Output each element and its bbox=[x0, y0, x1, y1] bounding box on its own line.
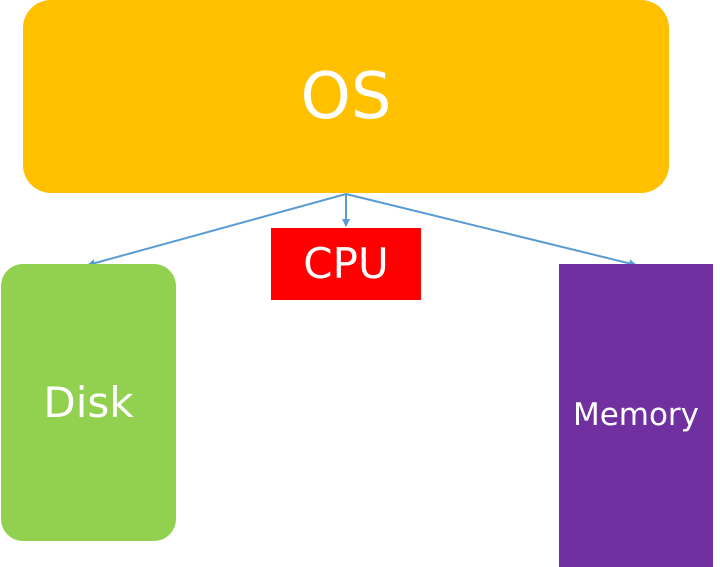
disk-node: Disk bbox=[1, 264, 176, 541]
memory-node: Memory bbox=[559, 264, 713, 567]
os-node: OS bbox=[23, 0, 669, 193]
os-label: OS bbox=[300, 59, 392, 134]
cpu-node: CPU bbox=[271, 228, 421, 300]
cpu-label: CPU bbox=[303, 239, 389, 288]
disk-label: Disk bbox=[43, 377, 134, 427]
memory-label: Memory bbox=[572, 397, 700, 433]
